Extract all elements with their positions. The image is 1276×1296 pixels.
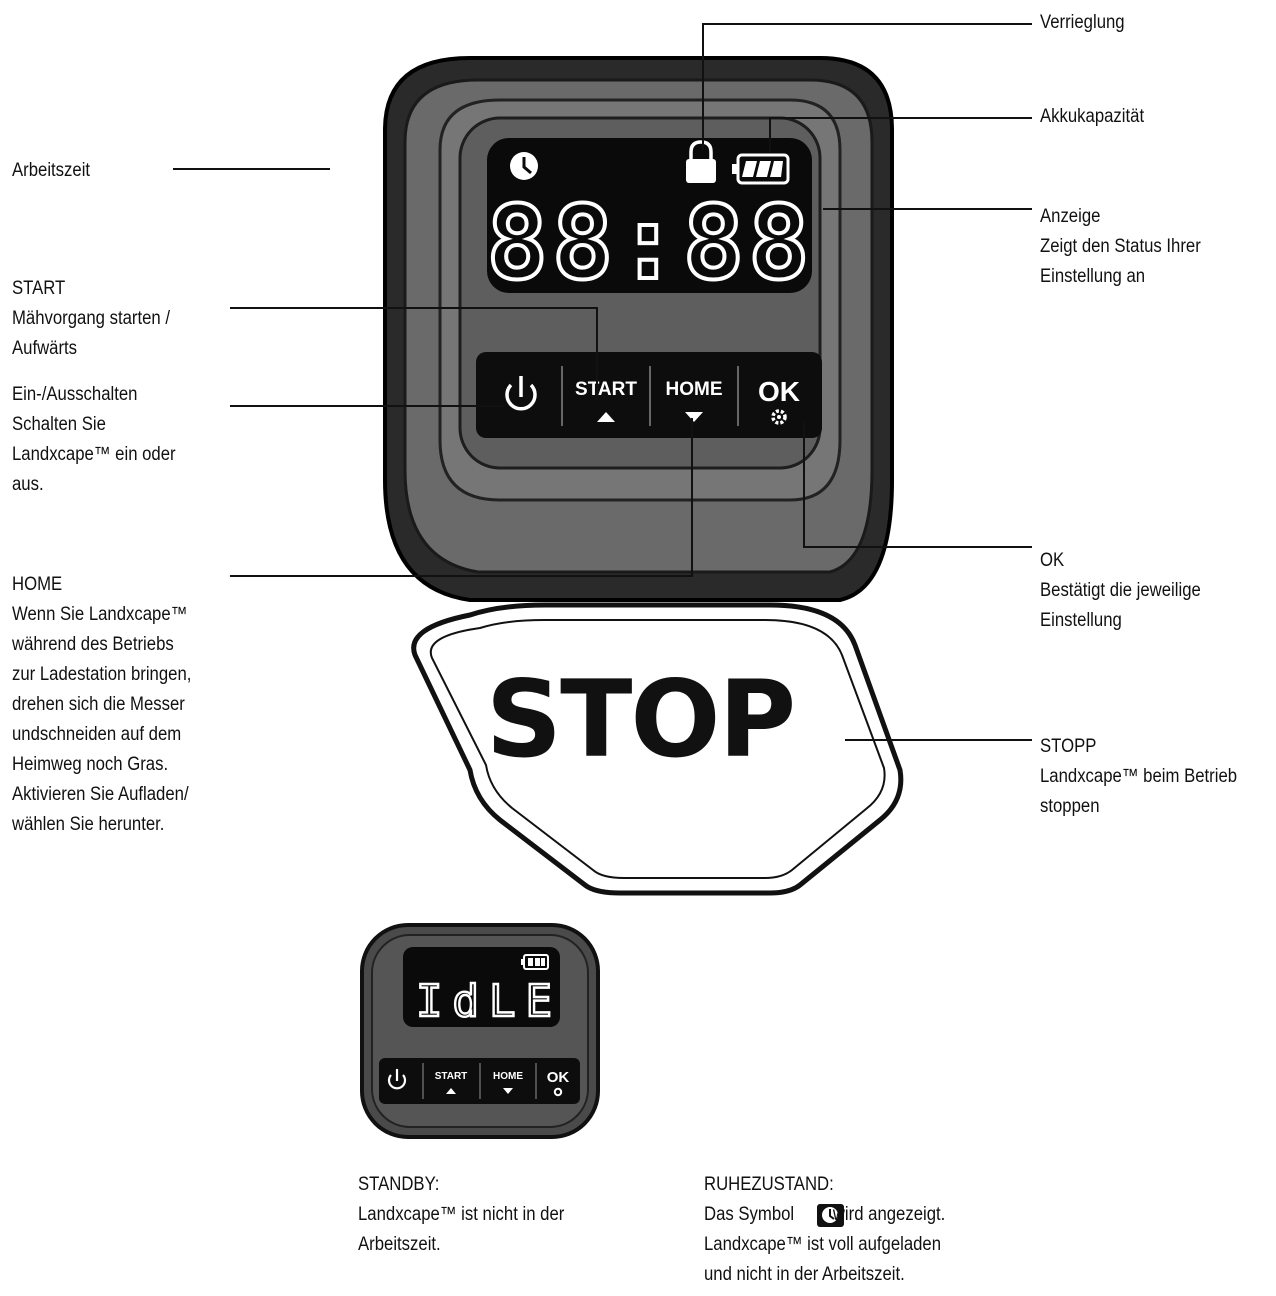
label-start: START Mähvorgang starten / Aufwärts (12, 278, 171, 359)
gear-icon (553, 1087, 563, 1097)
standby-home-label: HOME (493, 1071, 523, 1082)
label-verriegelung: Verrieglung (1040, 12, 1125, 33)
up-arrow-icon (597, 412, 615, 422)
battery-icon (732, 153, 790, 185)
lock-icon (686, 140, 716, 183)
gear-icon (771, 409, 787, 425)
clock-icon (817, 1204, 844, 1227)
power-icon (505, 376, 537, 411)
standby-power-button[interactable] (387, 1069, 407, 1090)
label-anzeige: Anzeige Zeigt den Status Ihrer Einstellu… (1040, 206, 1201, 287)
standby-start-button[interactable]: START (435, 1071, 468, 1094)
stop-button-label: STOP (486, 658, 794, 781)
home-button[interactable]: HOME (666, 379, 723, 422)
standby-display-text: IdLE (416, 976, 562, 1027)
standby-ok-label: OK (547, 1069, 570, 1086)
label-ok: OK Bestätigt die jeweilige Einstellung (1040, 550, 1201, 631)
label-stopp: STOPP Landxcape™ beim Betrieb stoppen (1040, 736, 1238, 817)
home-button-label: HOME (666, 379, 723, 400)
down-arrow-icon (685, 412, 703, 422)
power-icon (387, 1069, 407, 1090)
main-control-panel: 88:88 START HOME OK (383, 56, 894, 602)
down-arrow-icon (503, 1088, 513, 1094)
standby-start-label: START (435, 1071, 468, 1082)
label-arbeitszeit: Arbeitszeit (12, 160, 91, 181)
standby-display (403, 947, 560, 1027)
ok-button-label: OK (758, 376, 800, 407)
display-screen (487, 138, 812, 293)
standby-panel: IdLE START HOME OK (360, 923, 600, 1139)
standby-ok-button[interactable]: OK (547, 1069, 570, 1097)
up-arrow-icon (446, 1088, 456, 1094)
standby-home-button[interactable]: HOME (493, 1071, 523, 1094)
start-button-label: START (575, 379, 637, 400)
clock-icon (510, 152, 538, 180)
ok-button[interactable]: OK (758, 376, 800, 425)
start-button[interactable]: START (575, 379, 637, 422)
label-akkukapazitaet: Akkukapazität (1040, 106, 1145, 127)
display-digits: 88:88 (486, 184, 813, 303)
power-button[interactable] (505, 376, 537, 411)
label-home: HOME Wenn Sie Landxcape™ während des Bet… (12, 574, 192, 835)
label-power: Ein-/Ausschalten Schalten Sie Landxcape™… (12, 384, 176, 495)
battery-icon (521, 954, 549, 970)
leader-lines (173, 23, 1032, 741)
label-standby: STANDBY: Landxcape™ ist nicht in der Arb… (358, 1174, 565, 1255)
stop-button[interactable]: STOP (411, 602, 904, 896)
